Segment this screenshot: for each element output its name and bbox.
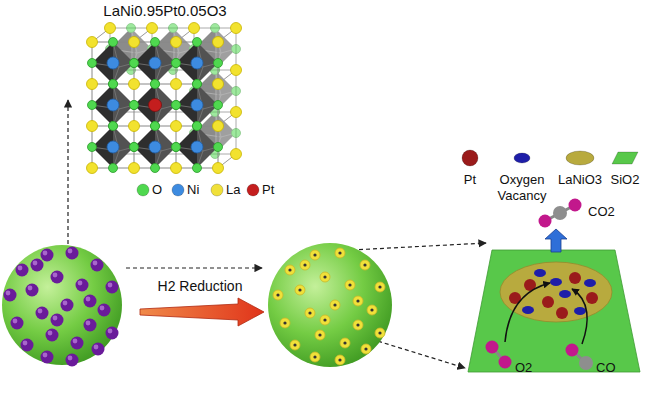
legend-swatch-holder [506, 148, 538, 168]
precursor-sphere [2, 245, 122, 367]
legend-text: La [226, 182, 240, 197]
legend-swatch [612, 152, 638, 164]
legend-text: O [152, 182, 162, 197]
label-text: H2 Reduction [158, 278, 243, 294]
legend-text: Oxygen Vacancy [498, 172, 547, 203]
legend-swatch [172, 184, 184, 196]
legend-text: LaNiO3 [558, 172, 602, 187]
legend-entry: Ni [187, 182, 199, 198]
legend-entry: Pt [262, 182, 274, 198]
text-label: O2 [515, 360, 532, 376]
legend-swatch [514, 153, 530, 163]
text-label: LaNi0.95Pt0.05O3 [103, 2, 226, 20]
text-label: H2 Reduction [158, 278, 243, 295]
legend-swatch [566, 151, 594, 165]
legend-swatch-holder [454, 148, 486, 168]
legend-entry: LaNiO3 [558, 172, 602, 188]
legend-swatch [247, 184, 259, 196]
legend-text: Pt [464, 172, 476, 187]
dashed-pointer [68, 100, 486, 368]
reduced-sphere [268, 243, 392, 367]
legend-text: SiO2 [611, 172, 640, 187]
reaction-scheme [468, 199, 640, 373]
reduction-arrow [140, 298, 264, 326]
legend-entry: O [152, 182, 162, 198]
legend-entry: La [226, 182, 240, 198]
legend-swatch-holder [609, 148, 641, 168]
text-label: CO2 [588, 204, 615, 220]
legend-swatch [137, 184, 149, 196]
legend-swatch [462, 150, 478, 166]
legend-entry: Oxygen Vacancy [491, 172, 553, 203]
text-label: CO [596, 360, 616, 376]
perovskite-lattice [87, 23, 242, 174]
legend-text: Pt [262, 182, 274, 197]
label-text: LaNi0.95Pt0.05O3 [103, 2, 226, 19]
legend-entry: SiO2 [611, 172, 640, 188]
legend-entry: Pt [464, 172, 476, 188]
label-text: CO [596, 360, 616, 375]
label-text: O2 [515, 360, 532, 375]
legend-text: Ni [187, 182, 199, 197]
legend-swatch [211, 184, 223, 196]
legend-swatch-holder [564, 148, 596, 168]
label-text: CO2 [588, 204, 615, 219]
